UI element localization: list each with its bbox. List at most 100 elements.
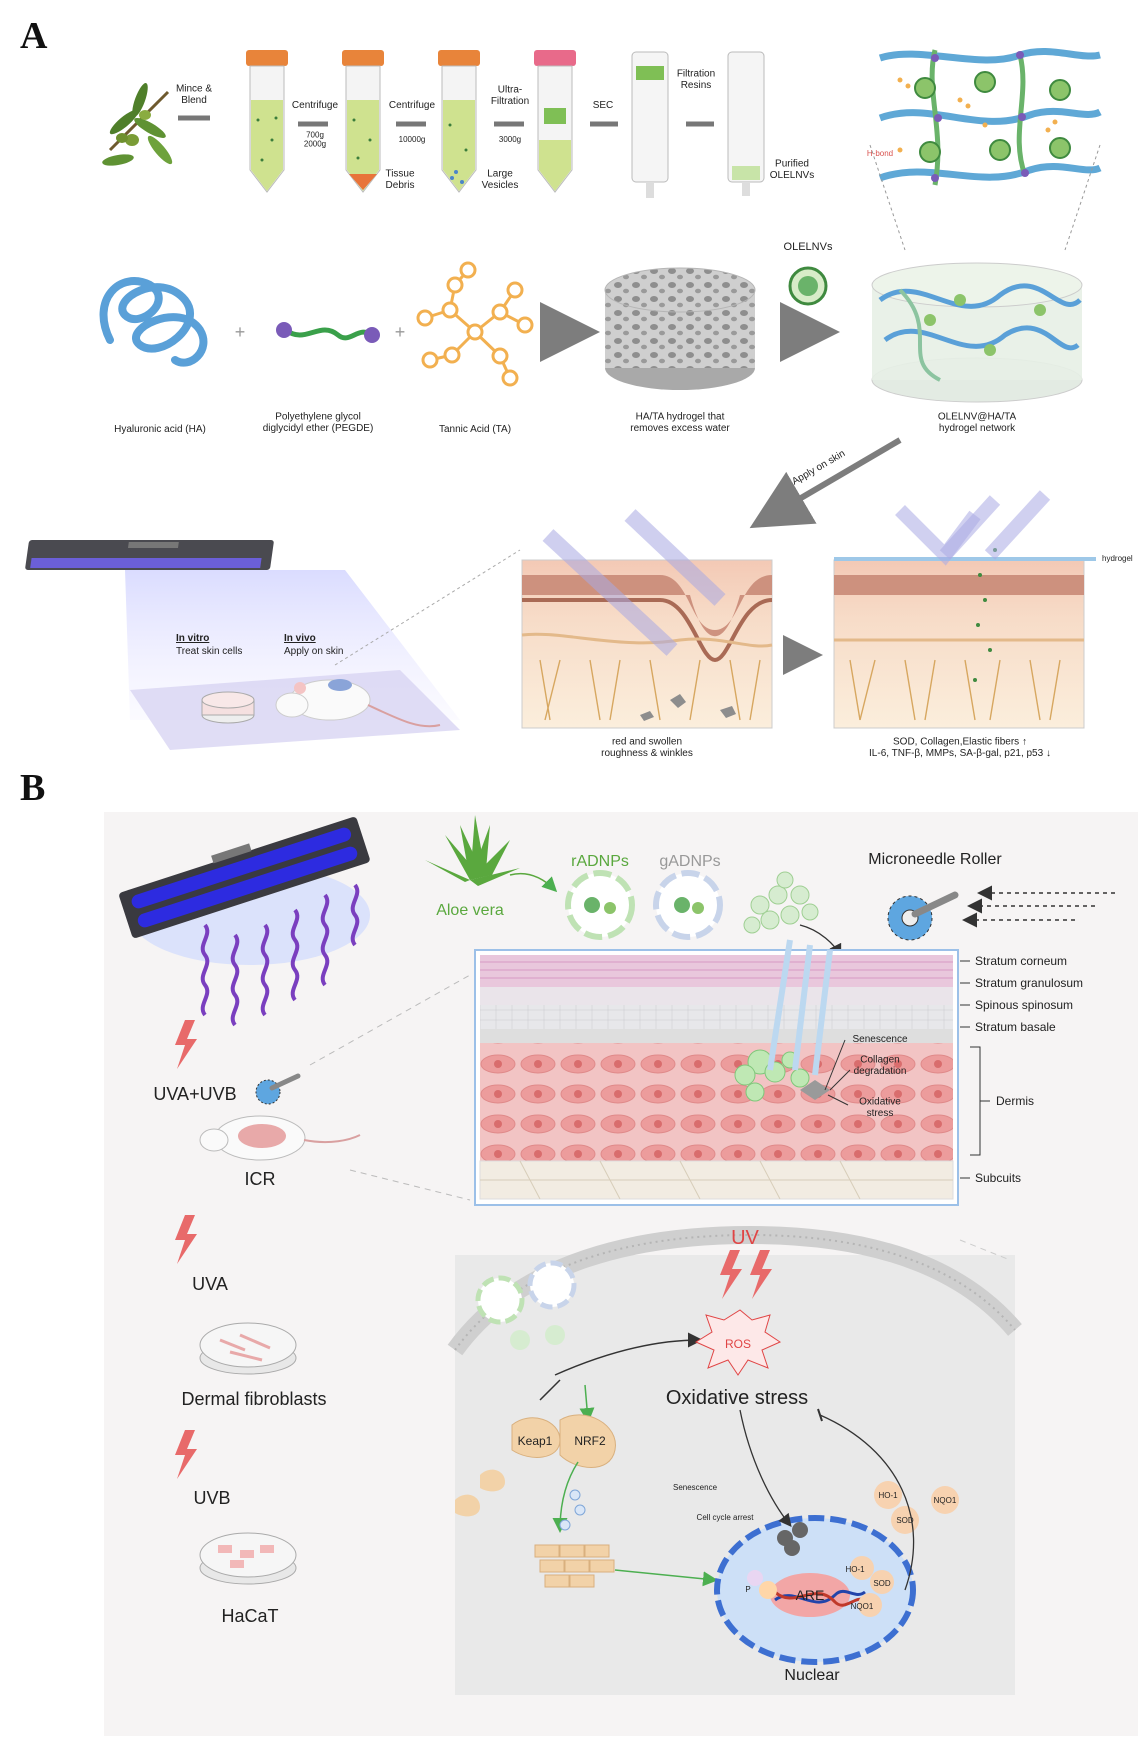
nuclear-import-arrow (614, 1569, 718, 1587)
oxidative-stress-label: Oxidative stress (666, 1387, 808, 1409)
cell-particles (475, 1260, 577, 1350)
radnps-label: rADNPs (571, 853, 629, 870)
layer-dermis: Dermis (996, 1094, 1034, 1108)
zoom-line-left (869, 144, 906, 251)
p-label: P (745, 1585, 750, 1594)
olive-branch-icon (102, 82, 173, 166)
nqo1-a-label: NQO1 (934, 1496, 957, 1505)
lightning-icon-uv (720, 1250, 772, 1299)
microneedle-roller-icon (887, 891, 959, 941)
petri-dish-icon (201, 691, 255, 724)
zoom-line-b1 (309, 974, 471, 1066)
hydrogel-network-disc (871, 262, 1083, 403)
zoom-line-b3 (959, 1239, 1011, 1261)
layer-granulosum: Stratum granulosum (975, 976, 1083, 990)
microneedle-roller-label: Microneedle Roller (868, 851, 1002, 868)
phosphate-icons (559, 1489, 586, 1531)
ho1-b-label: HO-1 (845, 1565, 865, 1574)
gadnps-label: gADNPs (659, 853, 720, 870)
aloe-arrow (509, 873, 558, 893)
stress-to-nucleus-arrow (739, 1409, 792, 1528)
ha-label: Hyaluronic acid (HA) (114, 424, 206, 435)
cytoplasmic-enzymes (874, 1481, 959, 1534)
aloe-vera-label: Aloe vera (436, 902, 504, 919)
purified-column (727, 51, 765, 196)
icr-label: ICR (245, 1169, 276, 1189)
treated-skin-cross-section (833, 490, 1096, 729)
mouse-icon (275, 679, 441, 728)
gadnp-particle-icon (653, 870, 723, 940)
hacat-dish-icon (199, 1532, 297, 1585)
ho1-a-label: HO-1 (878, 1491, 898, 1500)
ultrafiltration-speed: 3000g (499, 135, 521, 144)
hyaluronic-acid-icon (99, 277, 208, 367)
layer-spinosum: Spinous spinosum (975, 998, 1073, 1012)
mini-roller-icon (255, 1073, 301, 1105)
fibroblast-dish-icon (199, 1322, 297, 1375)
uv-ray-2 (624, 509, 726, 606)
in-vivo-title: In vivo (284, 633, 316, 644)
uv-ray-1 (542, 529, 678, 656)
plus-2: + (395, 322, 406, 342)
uv-lamp-b (119, 817, 370, 1027)
sec-column (631, 51, 669, 198)
treated-caption: SOD, Collagen,Elastic fibers ↑IL-6, TNF-… (869, 736, 1051, 759)
skin-effect-pointers (824, 1039, 851, 1106)
apply-arrow (749, 437, 902, 529)
uvb-label: UVB (193, 1488, 230, 1508)
layer-corneum: Stratum corneum (975, 954, 1067, 968)
pegde-icon (276, 322, 380, 343)
skin-section-b (474, 939, 959, 1206)
apply-on-skin-label: Apply on skin (790, 448, 847, 487)
uv-label: UV (731, 1227, 759, 1249)
layer-basale: Stratum basale (975, 1020, 1056, 1034)
nrf2-label: NRF2 (574, 1434, 606, 1448)
lightning-icon-1 (175, 1020, 197, 1069)
feedback-inhibit-line (819, 1414, 915, 1591)
mince-blend-label: Mince &Blend (176, 83, 212, 106)
senescence-cell-label: Senescence (673, 1483, 718, 1492)
nrf2-cluster (534, 1544, 615, 1588)
tube-3 (438, 50, 480, 193)
inhibit-line (539, 1379, 561, 1401)
nqo1-b-label: NQO1 (851, 1602, 874, 1611)
uva-uvb-label: UVA+UVB (153, 1084, 236, 1104)
feedback-inhibit-bar (817, 1408, 823, 1422)
ultrafiltration-label: Ultra-Filtration (491, 84, 529, 107)
dermal-fibroblasts-label: Dermal fibroblasts (181, 1389, 326, 1409)
plus-1: + (235, 322, 246, 342)
tube-1 (246, 50, 288, 193)
hacat-label: HaCaT (221, 1606, 278, 1626)
uv-reflect-3 (984, 490, 1051, 560)
in-vitro-title: In vitro (176, 633, 209, 644)
radnp-particle-icon (565, 870, 635, 940)
lightning-icon-3 (175, 1430, 197, 1479)
particle-to-ros-arrow (554, 1332, 703, 1376)
skin-layer-labels (960, 960, 990, 1179)
tube-4 (534, 50, 576, 193)
icr-mouse-icon (199, 1115, 361, 1161)
olelnv-particle-icon (788, 266, 828, 306)
zoom-line-mouse (334, 549, 521, 666)
in-vitro-desc: Treat skin cells (176, 646, 242, 657)
ta-label: Tannic Acid (TA) (439, 424, 511, 435)
particle-cluster-icon (743, 871, 819, 934)
olelnvs-label: OLELNVs (784, 241, 833, 253)
layer-subcuits: Subcuits (975, 1171, 1021, 1185)
hydrogel-layer-label: hydrogel (1102, 554, 1133, 563)
keap1-nrf2-complex (511, 1414, 616, 1468)
activate-arrow (579, 1384, 595, 1423)
sod-b-label: SOD (873, 1579, 891, 1588)
hydrogel-network-zoom (878, 48, 1102, 186)
effect-senescence: Senescence (852, 1034, 907, 1045)
roller-direction-arrows (962, 885, 1115, 928)
sec-label: SEC (593, 100, 614, 111)
